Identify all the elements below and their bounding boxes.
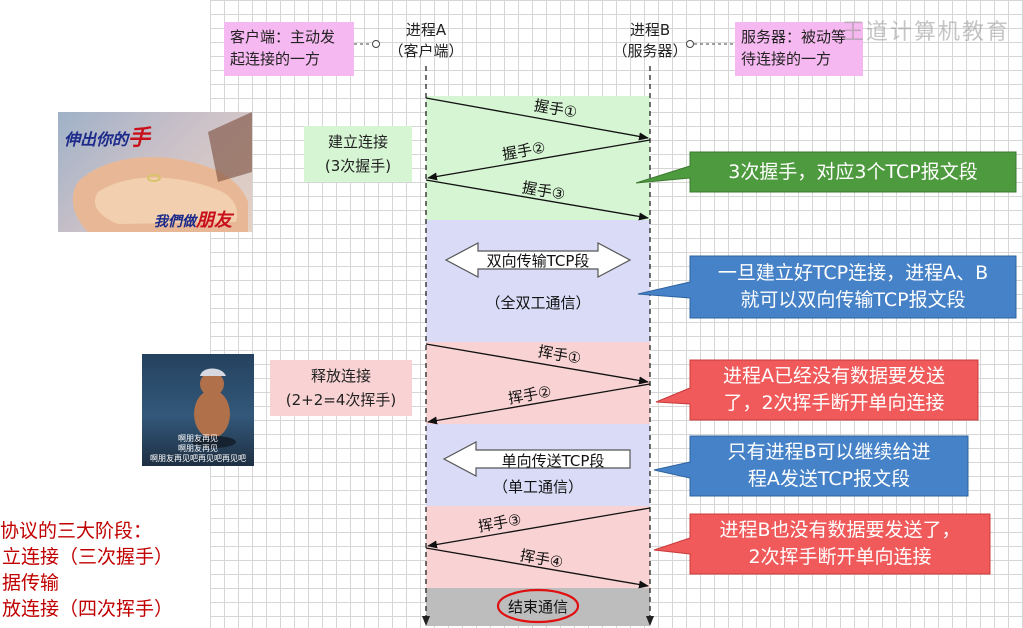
photo-caption-2: 我們做朋友 [154,206,232,232]
stage-release-sub: (2+2=4次挥手) [285,391,397,409]
simplex-sub: （单工通信） [492,478,583,496]
end-label: 结束通信 [507,598,568,616]
arrow-wave-2 [427,383,651,425]
process-b-name: 进程B [629,21,671,39]
arrow-handshake-2 [427,139,651,181]
wave-band-2 [426,506,650,588]
photo-caption-1: 伸出你的手 [64,120,150,152]
lifeline-b-arrow [646,616,654,626]
callout-red-1 [655,359,979,421]
callout-green-line1: 3次握手，对应3个TCP报文段 [728,160,978,183]
process-b-header: 进程B （服务器） [600,20,700,62]
stage-release: 释放连接 (2+2=4次挥手) [270,360,412,416]
simplex-arrow [442,441,631,477]
duplex-label: 双向传输TCP段 [486,252,590,270]
tom-jerry-image: 啊朋友再见 啊朋友再见 啊朋友再见吧再见吧再见吧 [142,354,254,466]
mouse-illustration [192,368,236,448]
simplex-label: 单向传送TCP段 [501,452,605,470]
server-note-line1: 服务器：被动等 [741,28,847,46]
server-note-line2: 待连接的一方 [741,50,832,68]
process-b-role: （服务器） [612,42,688,60]
cloth-shape [200,368,226,376]
hand-shape-2 [94,177,238,224]
server-note: 服务器：被动等 待连接的一方 [735,22,863,76]
handshake-photo: 伸出你的手 我們做朋友 [58,112,252,232]
callout-red-1-text: 进程A已经没有数据要发送 了，2次挥手断开单向连接 [690,360,978,420]
process-a-role: （客户端） [388,42,464,60]
end-band [426,588,650,626]
callout-blue-2-text: 只有进程B可以继续给进 程A发送TCP报文段 [690,436,968,496]
photo-caption-2-text: 我們做 [154,214,196,230]
arrow-handshake-3 [425,179,649,221]
client-connector-dot [372,40,380,48]
ring-shape [147,174,161,182]
stage-release-title: 释放连接 [310,367,371,385]
tom-jerry-subtitles: 啊朋友再见 啊朋友再见 啊朋友再见吧再见吧再见吧 [142,434,254,464]
shadow-shape [192,436,236,448]
callout-red-2-line1: 进程B也没有数据要发送了， [719,519,961,541]
lifeline-a-arrow [422,616,430,626]
summary-line-1: 立连接（三次握手） [2,546,174,568]
callout-red-2-text: 进程B也没有数据要发送了， 2次挥手断开单向连接 [690,514,990,574]
callout-red-2 [653,513,991,575]
process-a-header: 进程A （客户端） [376,20,476,62]
client-note: 客户端：主动发 起连接的一方 [224,22,354,76]
wave-band-1 [426,342,650,424]
end-highlight-circle [496,588,580,624]
duplex-band [426,220,650,342]
watermark: 王道计算机教育 [842,20,1011,45]
subtitle-line2: 啊朋友再见 [178,444,218,453]
hands-illustration [72,112,252,232]
subtitle-line1: 啊朋友再见 [178,434,218,443]
callout-green-text: 3次握手，对应3个TCP报文段 [690,152,1016,192]
arrow-wave-1 [425,343,649,385]
arrow-handshake-1 [425,97,649,141]
callout-blue-2 [653,435,969,497]
server-connector-dot [686,40,694,48]
callout-red-1-line2: 了，2次挥手断开单向连接 [723,392,945,414]
process-a-name: 进程A [405,21,447,39]
callout-blue-1-line2: 就可以双向传输TCP报文段 [740,289,966,311]
arrow-wave-4 [425,547,649,589]
callout-blue-2-line1: 只有进程B可以继续给进 [727,441,931,463]
photo-caption-2-big: 朋友 [196,210,232,231]
photo-caption-1-big: 手 [128,125,151,151]
callout-red-1-line1: 进程A已经没有数据要发送 [723,365,945,387]
stage-establish-sub: (3次握手) [324,157,392,175]
mouse-body [194,390,230,438]
duplex-sub: （全双工通信） [485,294,591,312]
summary-title: 协议的三大阶段： [0,520,153,542]
summary-line-3: 放连接（四次挥手） [2,598,174,620]
callout-green [635,151,1017,193]
client-note-line2: 起连接的一方 [230,50,321,68]
mouse-head [200,372,224,396]
photo-caption-1-text: 伸出你的 [64,130,129,149]
callout-blue-1-line1: 一旦建立好TCP连接，进程A、B [717,262,989,284]
summary-line-2: 据传输 [2,572,60,594]
stage-establish-title: 建立连接 [327,133,388,151]
client-note-line1: 客户端：主动发 [230,28,336,46]
callout-blue-1-text: 一旦建立好TCP连接，进程A、B 就可以双向传输TCP报文段 [690,256,1016,318]
stage-establish: 建立连接 (3次握手) [304,126,412,182]
callout-blue-1 [637,255,1017,319]
duplex-double-arrow [444,242,632,278]
arrow-wave-3 [427,507,651,549]
sleeve-shape [208,112,252,182]
subtitle-line3: 啊朋友再见吧再见吧再见吧 [150,454,246,463]
callout-blue-2-line2: 程A发送TCP报文段 [747,468,911,490]
callout-red-2-line2: 2次挥手断开单向连接 [748,546,932,568]
